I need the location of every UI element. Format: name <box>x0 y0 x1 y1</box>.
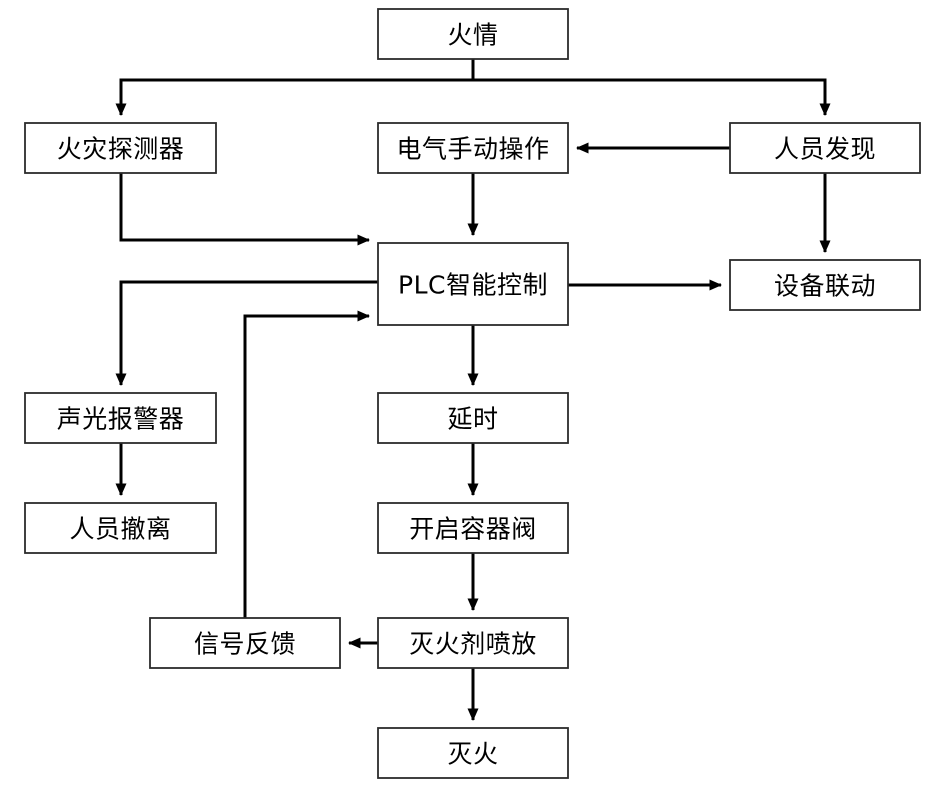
node-alarm[interactable]: 声光报警器 <box>24 392 217 444</box>
node-box-manual[interactable] <box>377 122 569 174</box>
edge-fire-to-personnel <box>471 59 831 117</box>
edge-plc-to-alarm <box>115 280 378 387</box>
node-detector[interactable]: 火灾探测器 <box>24 122 217 174</box>
node-box-personnel[interactable] <box>729 122 921 174</box>
node-plc[interactable]: PLC智能控制 <box>377 242 569 326</box>
node-box-evacuate[interactable] <box>24 502 217 554</box>
node-feedback[interactable]: 信号反馈 <box>149 617 341 669</box>
node-box-delay[interactable] <box>377 392 569 444</box>
node-label-detector: 火灾探测器 <box>57 135 185 164</box>
node-personnel[interactable]: 人员发现 <box>729 122 921 174</box>
node-label-discharge: 灭火剂喷放 <box>409 630 537 659</box>
node-discharge[interactable]: 灭火剂喷放 <box>377 617 569 669</box>
node-label-delay: 延时 <box>447 405 498 434</box>
node-label-evacuate: 人员撤离 <box>69 515 171 544</box>
node-box-plc[interactable] <box>377 242 569 326</box>
node-label-plc: PLC智能控制 <box>398 271 548 300</box>
node-valve[interactable]: 开启容器阀 <box>377 502 569 554</box>
node-box-valve[interactable] <box>377 502 569 554</box>
node-box-fire[interactable] <box>377 8 569 60</box>
edge-feedback-to-plc <box>243 310 371 618</box>
edge-fire-to-detector <box>115 59 475 117</box>
node-box-alarm[interactable] <box>24 392 217 444</box>
node-delay[interactable]: 延时 <box>377 392 569 444</box>
node-box-extinguish[interactable] <box>377 727 569 779</box>
node-label-linkage: 设备联动 <box>774 272 876 301</box>
node-label-fire: 火情 <box>447 21 498 50</box>
node-label-manual: 电气手动操作 <box>396 135 549 164</box>
node-manual[interactable]: 电气手动操作 <box>377 122 569 174</box>
node-box-linkage[interactable] <box>729 259 921 311</box>
node-box-feedback[interactable] <box>149 617 341 669</box>
node-box-detector[interactable] <box>24 122 217 174</box>
edge-detector-to-plc <box>119 173 371 246</box>
node-label-extinguish: 灭火 <box>447 740 498 769</box>
node-label-feedback: 信号反馈 <box>194 630 296 659</box>
edge-layer <box>115 59 831 722</box>
node-label-valve: 开启容器阀 <box>409 515 537 544</box>
node-label-personnel: 人员发现 <box>774 135 876 164</box>
node-evacuate[interactable]: 人员撤离 <box>24 502 217 554</box>
node-label-alarm: 声光报警器 <box>57 405 185 434</box>
node-linkage[interactable]: 设备联动 <box>729 259 921 311</box>
node-fire[interactable]: 火情 <box>377 8 569 60</box>
node-extinguish[interactable]: 灭火 <box>377 727 569 779</box>
node-box-discharge[interactable] <box>377 617 569 669</box>
